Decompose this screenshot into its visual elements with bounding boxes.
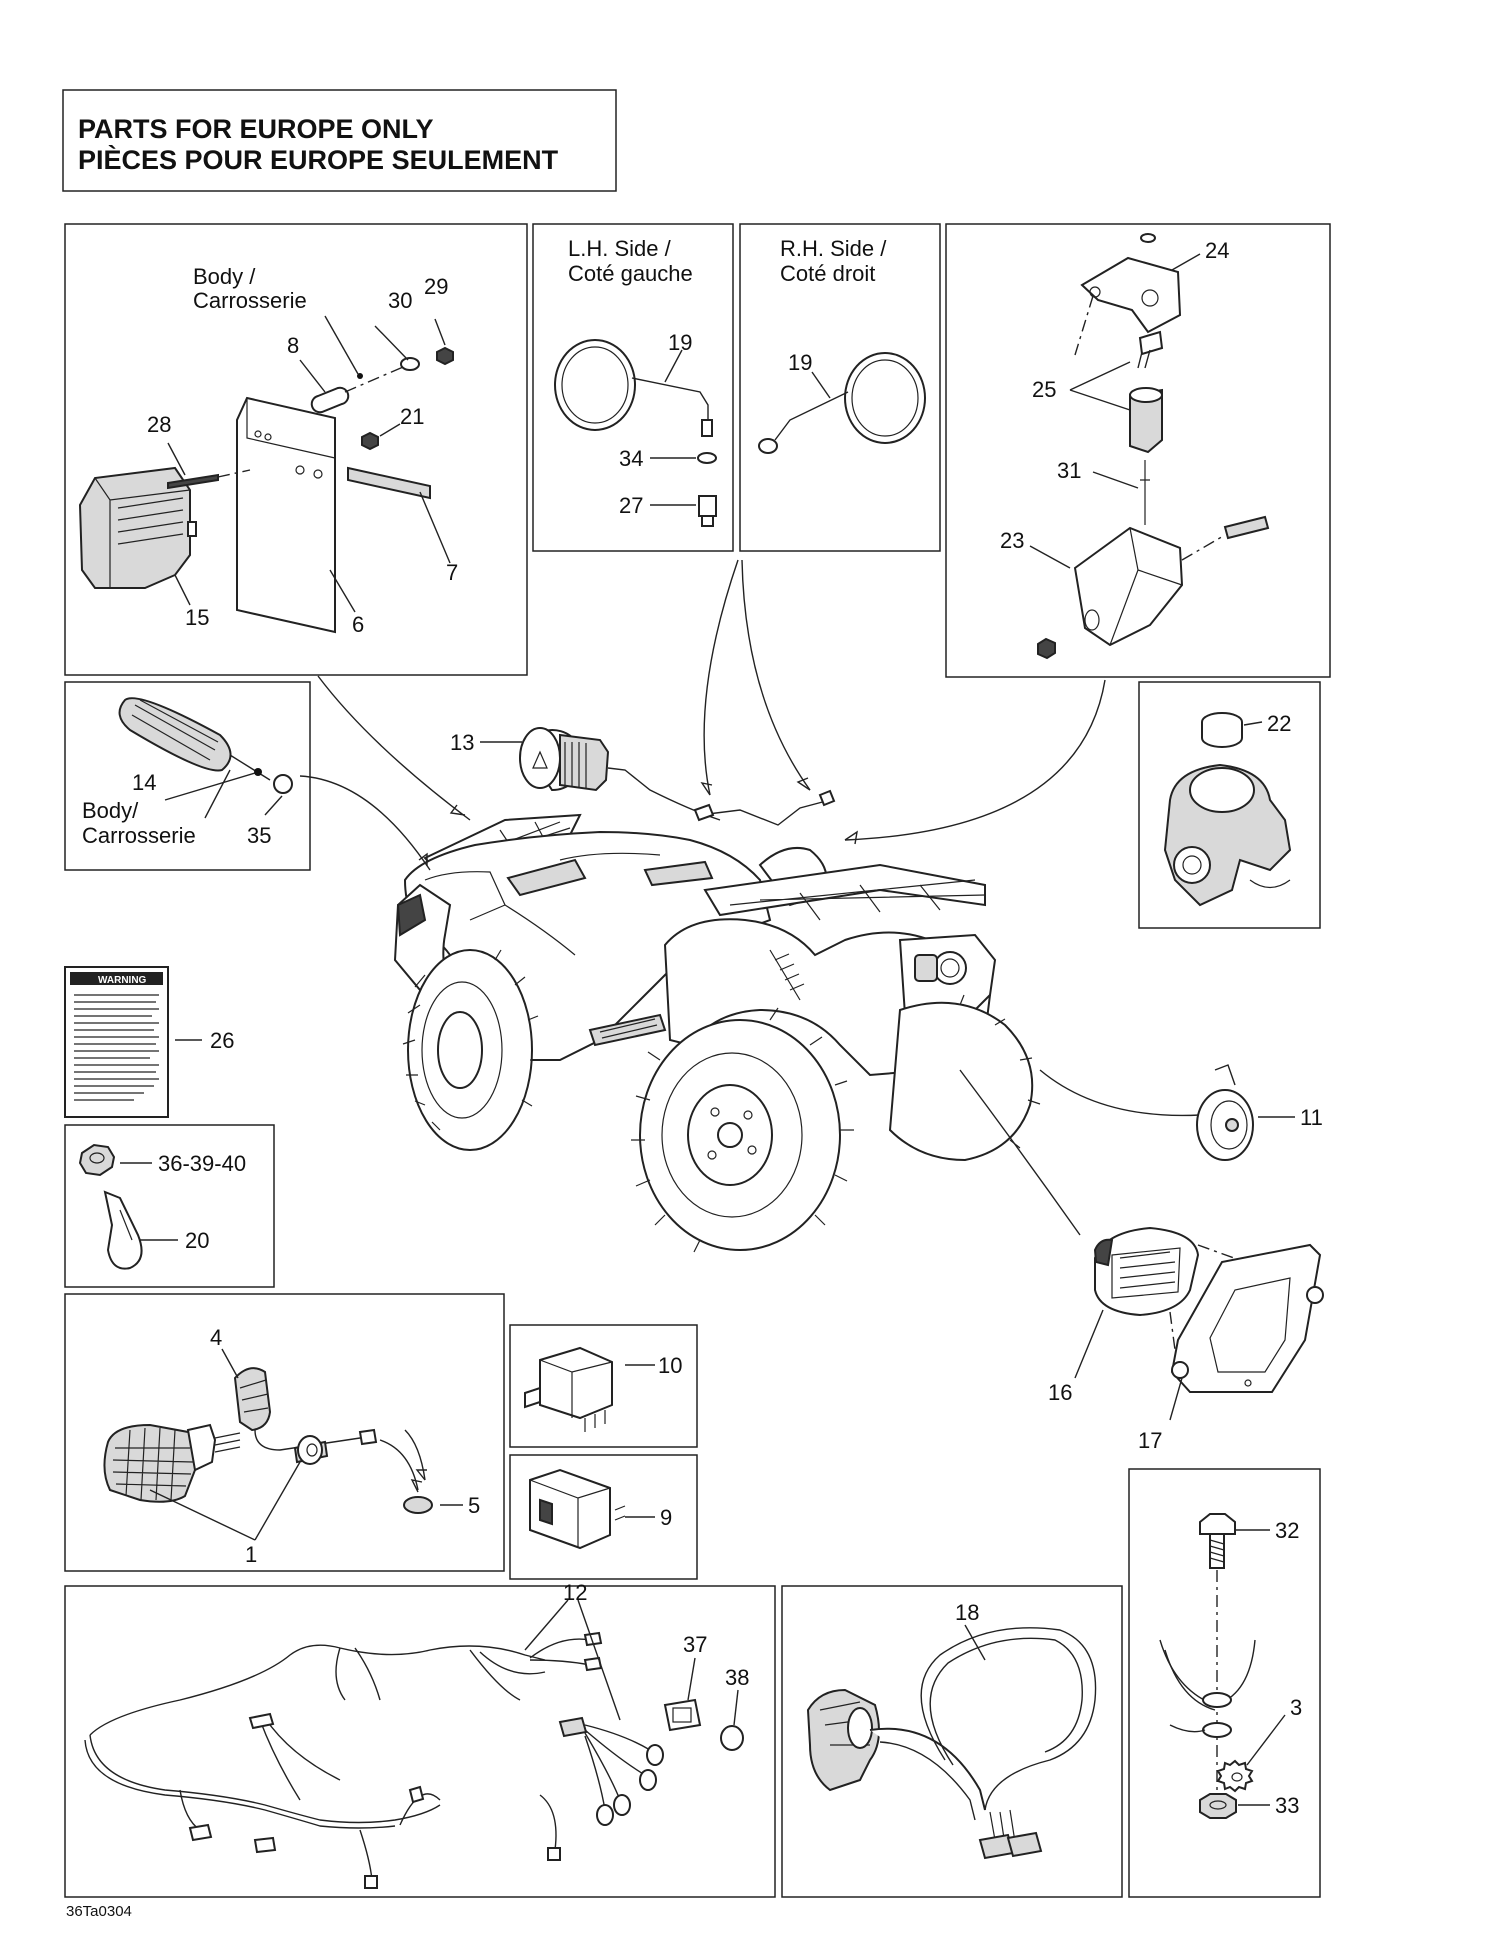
- callout-6: 6: [352, 612, 364, 637]
- rh-side-line2: Coté droit: [780, 261, 875, 286]
- rh-side-line1: R.H. Side /: [780, 236, 887, 261]
- callout-24: 24: [1205, 238, 1229, 263]
- ignition-bracket-part: [1080, 256, 1182, 334]
- callout-26: 26: [210, 1028, 234, 1053]
- title-english: PARTS FOR EUROPE ONLY: [78, 114, 434, 144]
- callout-18: 18: [955, 1600, 979, 1625]
- ignition-cover-part: [1073, 526, 1184, 647]
- turn-signal-lamp-part: [103, 1423, 198, 1503]
- panel-wiring-harness: 12 37 38: [64, 1580, 776, 1898]
- warning-decal: WARNING 26: [64, 966, 234, 1118]
- callout-15: 15: [185, 605, 209, 630]
- panel-carburetor: 22: [1138, 681, 1321, 929]
- callout-27: 27: [619, 493, 643, 518]
- grommet-part: [403, 1496, 433, 1514]
- title-french: PIÈCES POUR EUROPE SEULEMENT: [78, 144, 559, 175]
- flasher-part: [529, 1468, 611, 1550]
- callout-33: 33: [1275, 1793, 1299, 1818]
- o-ring-38-part: [720, 1725, 744, 1751]
- lh-side-line1: L.H. Side /: [568, 236, 672, 261]
- callout-20: 20: [185, 1228, 209, 1253]
- lh-side-line2: Coté gauche: [568, 261, 693, 286]
- body-label-line1: Body /: [193, 264, 256, 289]
- panel-lh-mirror: L.H. Side / Coté gauche 19 34 27: [532, 223, 734, 552]
- callout-13: 13: [450, 730, 474, 755]
- callout-16: 16: [1048, 1380, 1072, 1405]
- callout-7: 7: [446, 560, 458, 585]
- callout-14: 14: [132, 770, 156, 795]
- ground-bolt-part: [1199, 1513, 1236, 1535]
- lh-mirror-part: [554, 339, 636, 431]
- callout-9: 9: [660, 1505, 672, 1530]
- warning-heading: WARNING: [98, 975, 147, 986]
- panel-ground-bolt: 32 3 33: [1128, 1468, 1321, 1898]
- callout-19-left: 19: [668, 330, 692, 355]
- callout-35: 35: [247, 823, 271, 848]
- relay-part: [539, 1346, 613, 1420]
- headlamp-part: [1094, 1226, 1200, 1317]
- warning-decal-part: [64, 966, 169, 1118]
- cable-tie-part: [103, 1190, 143, 1270]
- flange-nut-part: [78, 1143, 116, 1177]
- title-box: PARTS FOR EUROPE ONLY PIÈCES POUR EUROPE…: [62, 89, 617, 192]
- callout-23: 23: [1000, 528, 1024, 553]
- callout-36-39-40: 36-39-40: [158, 1151, 246, 1176]
- turn-signal-nut-part: [297, 1435, 323, 1465]
- callout-10: 10: [658, 1353, 682, 1378]
- panel-rh-mirror: R.H. Side / Coté droit 19: [739, 223, 941, 552]
- panel-tail-light: Body / Carrosserie 30 2: [64, 223, 528, 676]
- callout-28: 28: [147, 412, 171, 437]
- panel-reflector: 14 Body/ Carrosserie 35: [64, 681, 311, 871]
- callout-32: 32: [1275, 1518, 1299, 1543]
- panel-handlebar-switch: 18: [781, 1585, 1123, 1898]
- reflector-body-line2: Carrosserie: [82, 823, 196, 848]
- callout-12: 12: [563, 1580, 587, 1605]
- panel-ignition: 24 25 31 23: [945, 223, 1331, 678]
- leader-curves: [299, 559, 1201, 1481]
- panel-turn-signal: 4 1 5: [64, 1293, 505, 1572]
- callout-8: 8: [287, 333, 299, 358]
- callout-22: 22: [1267, 711, 1291, 736]
- callout-34: 34: [619, 446, 643, 471]
- rh-mirror-part: [844, 352, 926, 444]
- callout-38: 38: [725, 1665, 749, 1690]
- star-washer-part: [1216, 1759, 1254, 1793]
- tail-light-part: [78, 466, 191, 589]
- panel-nut-tie: 36-39-40 20: [64, 1124, 275, 1288]
- drawing-code: 36Ta0304: [66, 1903, 132, 1920]
- callout-25: 25: [1032, 377, 1056, 402]
- atv-vehicle: [393, 789, 1041, 1253]
- license-plate-part: [236, 396, 336, 634]
- callout-4: 4: [210, 1325, 222, 1350]
- panel-relay: 10: [509, 1324, 698, 1448]
- callout-1: 1: [245, 1542, 257, 1567]
- callout-11: 11: [1300, 1105, 1323, 1130]
- reflector-part: [118, 697, 232, 772]
- callout-5: 5: [468, 1493, 480, 1518]
- callout-19-right: 19: [788, 350, 812, 375]
- callout-37: 37: [683, 1632, 707, 1657]
- reflector-body-line1: Body/: [82, 798, 139, 823]
- headlamp-assembly: 16 17: [1048, 1226, 1324, 1453]
- callout-29: 29: [424, 274, 448, 299]
- callout-30: 30: [388, 288, 412, 313]
- callout-21: 21: [400, 404, 424, 429]
- hazard-switch: 13: [450, 727, 721, 821]
- wiring-harness-part: [89, 1644, 546, 1736]
- connector-37-part: [663, 1698, 702, 1732]
- rubber-boot-part: [233, 1367, 272, 1432]
- callout-31: 31: [1057, 458, 1081, 483]
- horn: 11: [1196, 1064, 1323, 1161]
- flange-nut-33-part: [1199, 1793, 1237, 1819]
- body-label-line2: Carrosserie: [193, 288, 307, 313]
- callout-3: 3: [1290, 1695, 1302, 1720]
- panel-flasher: 9: [509, 1454, 698, 1580]
- callout-17: 17: [1138, 1428, 1162, 1453]
